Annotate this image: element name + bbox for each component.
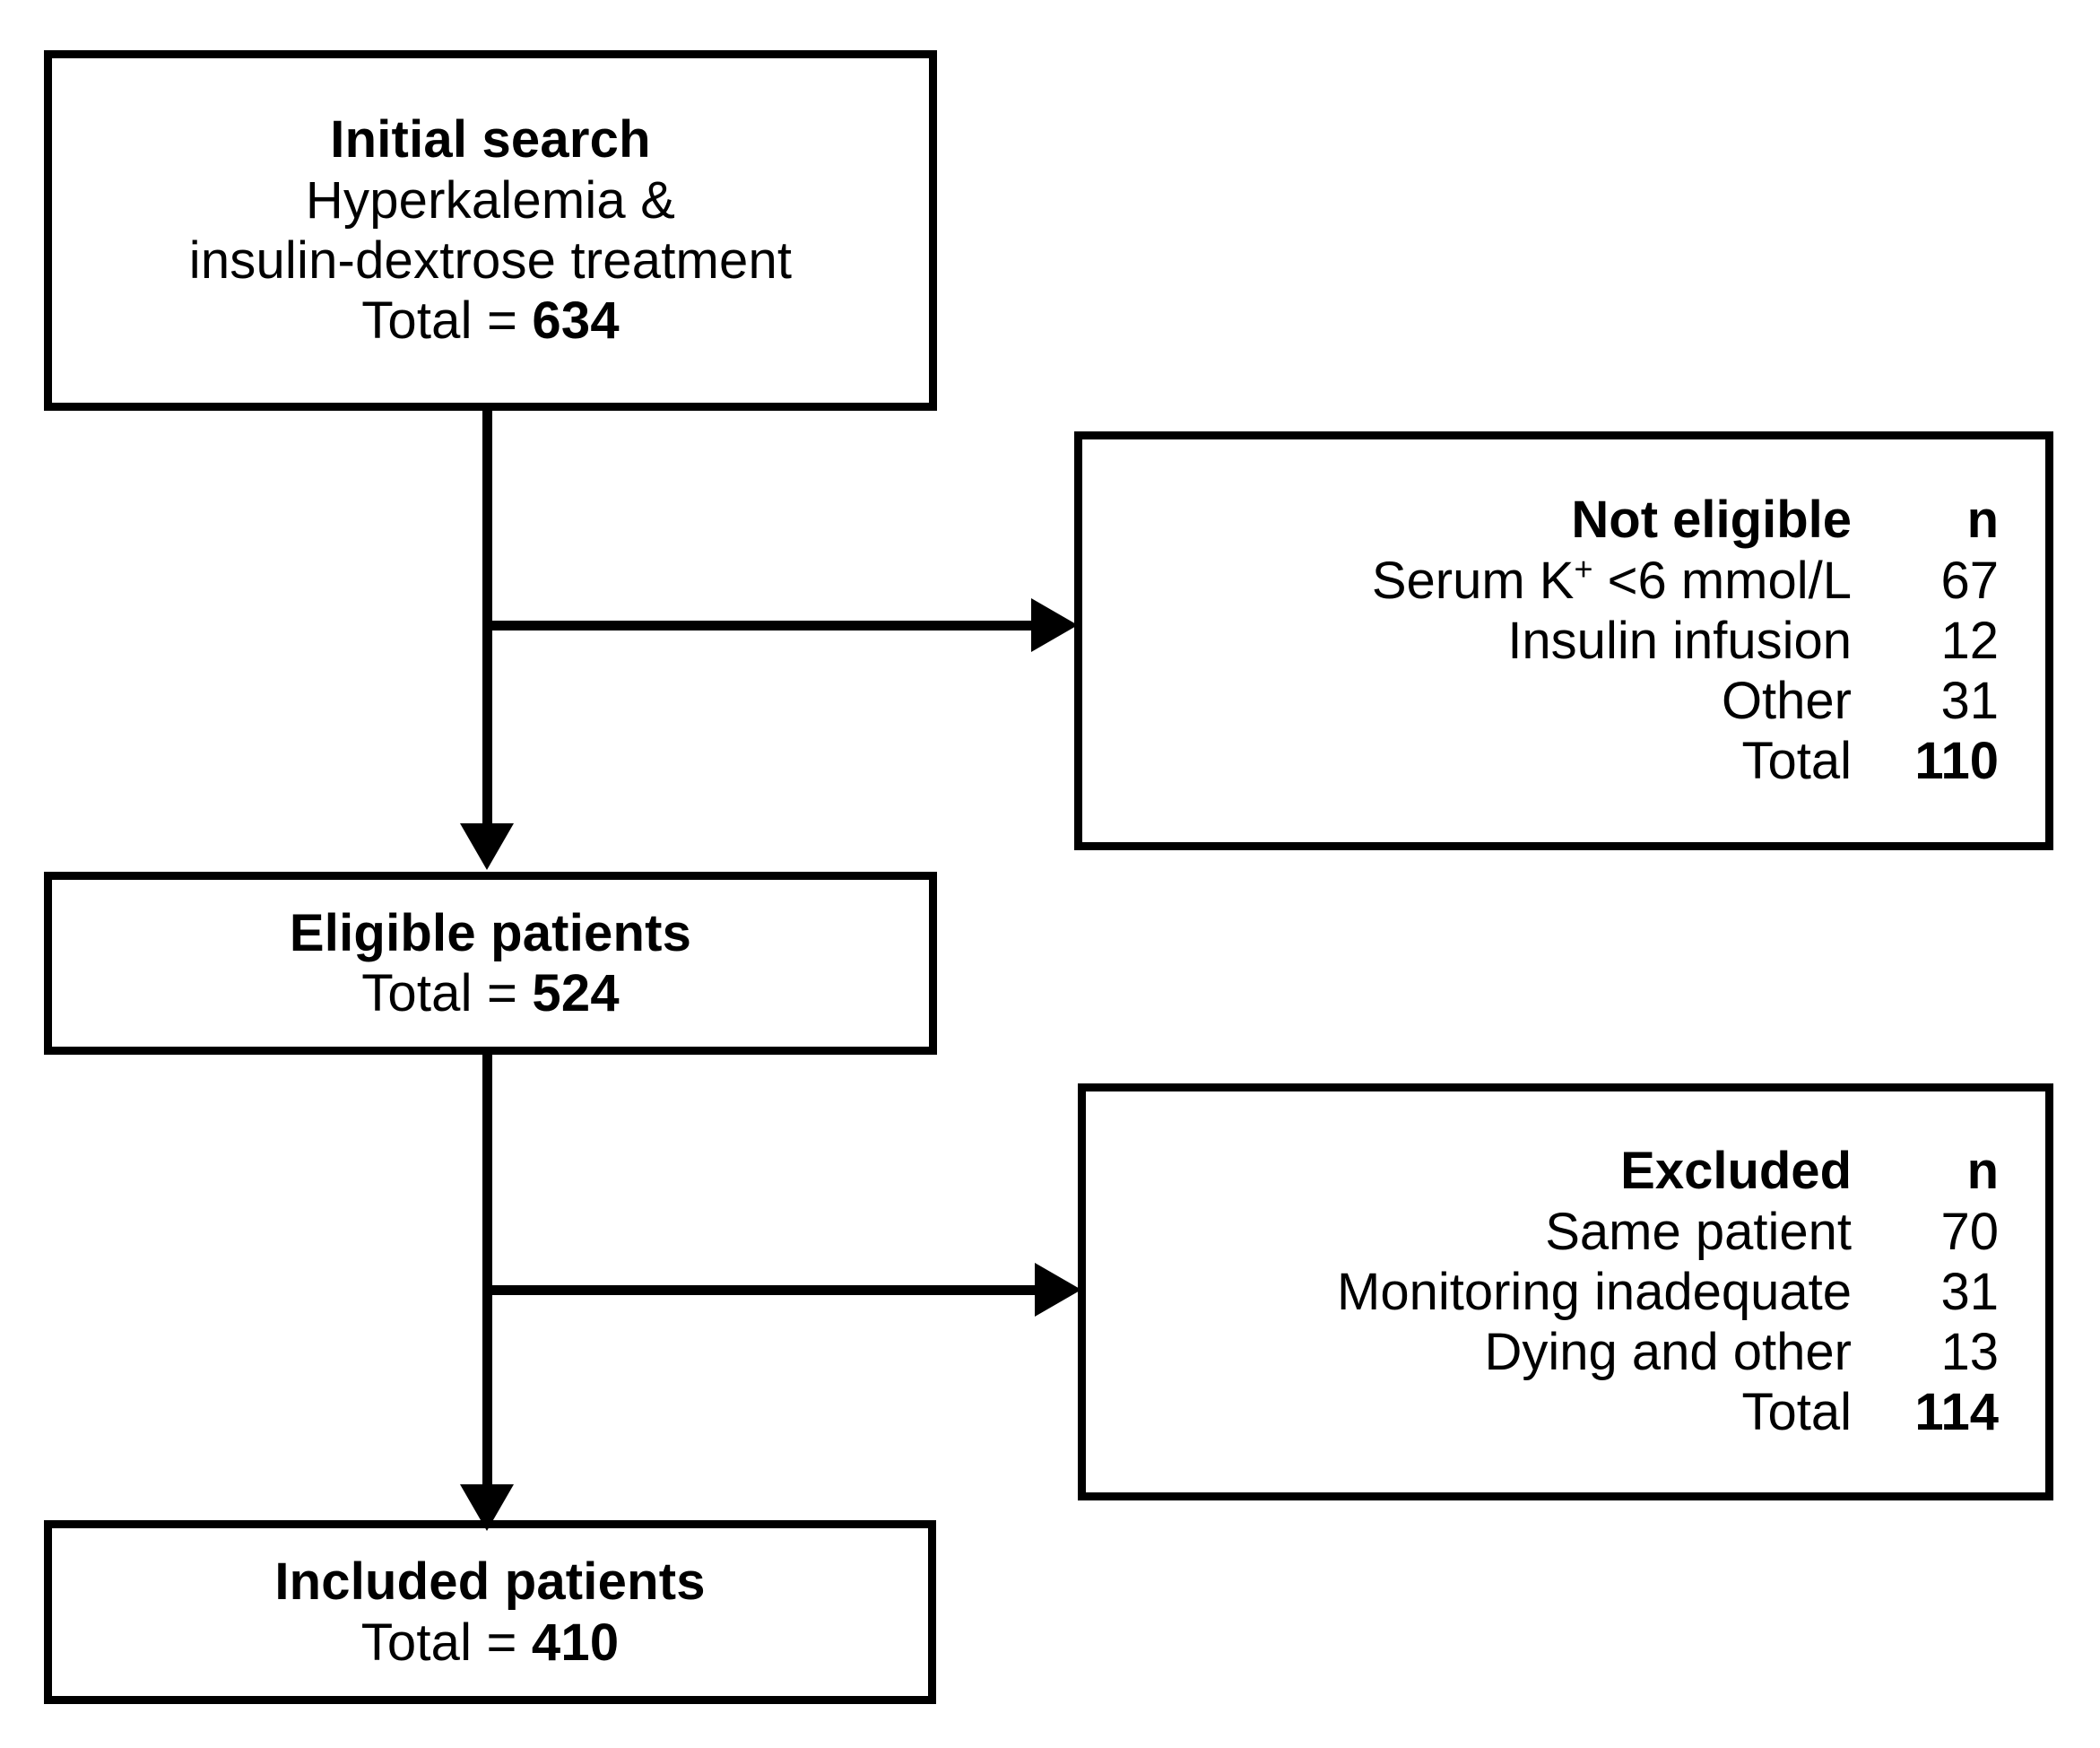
included-patients-total-value: 410 xyxy=(531,1613,620,1672)
eligible-patients-total: Total = 524 xyxy=(361,963,620,1023)
serum-k-text: Serum K xyxy=(1371,551,1575,610)
excluded-row: Same patient 70 xyxy=(1337,1202,1999,1262)
excluded-row-label: Dying and other xyxy=(1484,1323,1852,1382)
node-included-patients: Included patients Total = 410 xyxy=(44,1520,936,1704)
not-eligible-table: Not eligible n Serum K+ <6 mmol/L 67 Ins… xyxy=(1372,490,1999,791)
excluded-row-value: 13 xyxy=(1940,1323,1999,1382)
initial-search-total-label: Total = xyxy=(361,291,533,351)
excluded-row-value: 31 xyxy=(1940,1262,1999,1321)
node-initial-search: Initial search Hyperkalemia & insulin-de… xyxy=(44,50,937,411)
excluded-row-value: 70 xyxy=(1940,1202,1999,1261)
excluded-heading: Excluded xyxy=(1620,1142,1852,1201)
excluded-total-label: Total xyxy=(1741,1383,1852,1442)
included-patients-total: Total = 410 xyxy=(361,1613,620,1673)
excluded-row: Monitoring inadequate 31 xyxy=(1337,1262,1999,1322)
not-eligible-header-row: Not eligible n xyxy=(1372,490,1999,550)
not-eligible-row-value: 67 xyxy=(1940,551,1999,610)
not-eligible-row: Serum K+ <6 mmol/L 67 xyxy=(1372,551,1999,611)
initial-search-line-2: Hyperkalemia & xyxy=(305,170,676,230)
included-patients-heading: Included patients xyxy=(274,1552,706,1612)
not-eligible-heading: Not eligible xyxy=(1571,491,1852,550)
initial-search-total-value: 634 xyxy=(532,291,620,351)
not-eligible-row-label: Other xyxy=(1721,672,1852,731)
serum-k-threshold: <6 mmol/L xyxy=(1592,551,1852,610)
serum-k-superscript: + xyxy=(1574,550,1593,587)
not-eligible-row: Other 31 xyxy=(1372,671,1999,731)
excluded-count-header: n xyxy=(1966,1142,1999,1201)
not-eligible-row-label: Serum K+ <6 mmol/L xyxy=(1372,551,1893,611)
not-eligible-row: Insulin infusion 12 xyxy=(1372,611,1999,671)
node-eligible-patients: Eligible patients Total = 524 xyxy=(44,872,937,1055)
connector-eligible-to-included-arrowhead xyxy=(460,1484,514,1531)
excluded-row-label: Monitoring inadequate xyxy=(1337,1262,1852,1321)
not-eligible-row-value: 31 xyxy=(1940,672,1999,731)
excluded-row: Dying and other 13 xyxy=(1337,1322,1999,1382)
connector-initial-to-eligible-arrowhead xyxy=(460,823,514,870)
node-excluded: Excluded n Same patient 70 Monitoring in… xyxy=(1078,1083,2053,1500)
connector-eligible-to-included-line xyxy=(482,1055,492,1487)
eligible-patients-total-label: Total = xyxy=(361,964,533,1022)
excluded-total-value: 114 xyxy=(1914,1383,1999,1442)
connector-initial-to-eligible-line xyxy=(482,410,492,825)
excluded-total-row: Total 114 xyxy=(1337,1382,1999,1442)
excluded-row-label: Same patient xyxy=(1545,1202,1852,1261)
not-eligible-total-label: Total xyxy=(1741,732,1852,791)
not-eligible-total-value: 110 xyxy=(1914,732,1999,791)
not-eligible-row-label: Insulin infusion xyxy=(1507,611,1852,670)
not-eligible-total-row: Total 110 xyxy=(1372,731,1999,791)
node-not-eligible: Not eligible n Serum K+ <6 mmol/L 67 Ins… xyxy=(1074,431,2053,850)
eligible-patients-heading: Eligible patients xyxy=(289,903,692,962)
connector-to-not-eligible-line xyxy=(482,621,1035,630)
excluded-header-row: Excluded n xyxy=(1337,1141,1999,1201)
initial-search-total: Total = 634 xyxy=(361,291,620,351)
not-eligible-count-header: n xyxy=(1966,491,1999,550)
connector-to-not-eligible-arrowhead xyxy=(1031,598,1078,652)
connector-to-excluded-line xyxy=(482,1285,1038,1295)
not-eligible-row-value: 12 xyxy=(1940,611,1999,670)
included-patients-total-label: Total = xyxy=(360,1613,532,1672)
connector-to-excluded-arrowhead xyxy=(1035,1263,1081,1317)
initial-search-line-3: insulin-dextrose treatment xyxy=(188,231,793,290)
eligible-patients-total-value: 524 xyxy=(532,964,620,1022)
excluded-table: Excluded n Same patient 70 Monitoring in… xyxy=(1337,1141,1999,1442)
initial-search-heading: Initial search xyxy=(330,110,651,170)
